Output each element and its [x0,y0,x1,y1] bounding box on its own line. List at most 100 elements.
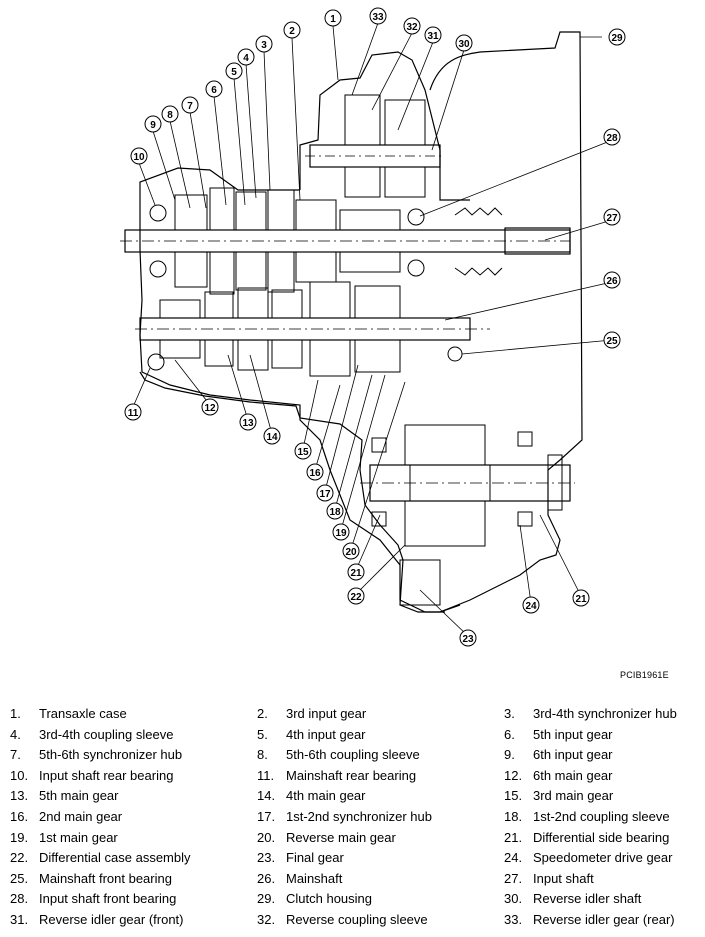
legend-item-number: 13. [10,788,29,804]
legend-item-number: 33. [504,912,523,927]
svg-text:2: 2 [289,26,295,37]
callout-26: 26 [603,271,621,289]
legend-item-label: Reverse idler shaft [533,891,642,907]
legend-item-number: 1. [10,706,21,721]
legend-item-number: 12. [504,767,523,783]
svg-text:6: 6 [211,85,217,96]
svg-text:16: 16 [309,468,321,479]
callout-16: 16 [306,463,324,481]
legend-item-label: Input shaft [533,870,594,886]
legend-item-number: 23. [257,850,276,866]
legend-item-number: 21. [504,829,523,845]
callout-3: 3 [255,35,273,53]
legend-item-number: 27. [504,870,523,886]
legend-item-number: 20. [257,829,276,845]
svg-text:21: 21 [350,568,362,579]
legend-item-number: 31. [10,912,29,927]
svg-text:18: 18 [329,507,341,518]
callout-7: 7 [181,96,199,114]
main-gear-cluster [159,281,401,377]
callout-4: 4 [237,48,255,66]
legend-item-label: Differential case assembly [39,850,191,866]
svg-text:9: 9 [150,120,156,131]
legend-item-label: 5th input gear [533,726,613,742]
transaxle-cross-section-diagram: 1 2 3 4 5 6 7 8 9 10 11 12 13 14 15 16 1… [120,7,626,647]
transaxle-case-outline [139,51,470,613]
callout-23: 23 [459,629,477,647]
legend-item-label: 1st-2nd synchronizer hub [286,809,432,824]
callout-31: 31 [424,26,442,44]
legend-item-number: 9. [504,747,515,763]
callout-25: 25 [603,331,621,349]
svg-text:25: 25 [606,336,618,347]
callout-21-right: 21 [572,589,590,607]
legend-item-label: 5th main gear [39,788,119,804]
callouts: 1 2 3 4 5 6 7 8 9 10 11 12 13 14 15 16 1… [124,7,626,647]
callout-19: 19 [332,523,350,541]
legend-item-label: Clutch housing [286,891,372,907]
callout-18: 18 [326,502,344,520]
bearings [147,204,533,527]
callout-11: 11 [124,403,142,421]
legend-item-label: Final gear [286,850,344,866]
legend-item-label: 5th-6th coupling sleeve [286,747,420,763]
legend-item-number: 19. [10,829,29,845]
legend-item-label: Speedometer drive gear [533,850,673,866]
callout-29: 29 [608,28,626,46]
callout-21-left: 21 [347,563,365,581]
svg-text:1: 1 [330,14,336,25]
legend-item-number: 24. [504,850,523,866]
legend-item-number: 8. [257,747,268,763]
legend-item-label: Reverse main gear [286,829,396,845]
legend-item-label: 1st-2nd coupling sleeve [533,809,670,824]
legend-item-label: 5th-6th synchronizer hub [39,747,183,763]
legend-item-number: 7. [10,747,21,763]
svg-text:11: 11 [128,408,139,419]
svg-text:27: 27 [606,213,618,224]
svg-text:20: 20 [345,547,357,558]
callout-20: 20 [342,542,360,560]
legend-item-label: 3rd-4th coupling sleeve [39,726,174,742]
callout-2: 2 [283,21,301,39]
legend-item-label: 6th main gear [533,767,613,783]
svg-text:33: 33 [372,12,384,23]
legend-item-label: 4th main gear [286,788,366,804]
callout-22: 22 [347,587,365,605]
callout-30: 30 [455,34,473,52]
legend-item-label: Transaxle case [39,706,127,721]
input-gear-cluster [174,187,401,295]
legend-item-number: 4. [10,726,21,742]
legend-item-label: 3rd main gear [533,788,614,804]
legend-item-label: 4th input gear [286,726,366,742]
legend-item-number: 18. [504,809,523,824]
svg-text:32: 32 [406,22,418,33]
callout-14: 14 [263,427,281,445]
callout-13: 13 [239,413,257,431]
legend-item-label: Input shaft front bearing [39,891,177,907]
legend-item-number: 29. [257,891,276,907]
legend-item-label: Mainshaft front bearing [39,870,172,886]
callout-1: 1 [324,9,342,27]
legend-item-number: 28. [10,891,29,907]
legend-item-label: Input shaft rear bearing [39,767,174,783]
final-gear [404,424,486,466]
svg-text:19: 19 [335,528,347,539]
callout-10: 10 [130,147,148,165]
svg-text:7: 7 [187,101,193,112]
svg-text:13: 13 [242,418,254,429]
legend-item-label: 3rd input gear [286,706,367,721]
legend-item-number: 10. [10,767,29,783]
callout-9: 9 [144,115,162,133]
legend-item-number: 15. [504,788,523,804]
legend-item-label: Reverse idler gear (front) [39,912,184,927]
svg-text:22: 22 [350,592,362,603]
svg-text:15: 15 [297,447,309,458]
legend-item-label: Mainshaft rear bearing [286,767,417,783]
svg-text:3: 3 [261,40,267,51]
legend-item-number: 30. [504,891,523,907]
legend-item-number: 5. [257,726,268,742]
legend-item-number: 17. [257,809,276,824]
legend-item-number: 11. [257,767,275,783]
callout-28: 28 [603,128,621,146]
